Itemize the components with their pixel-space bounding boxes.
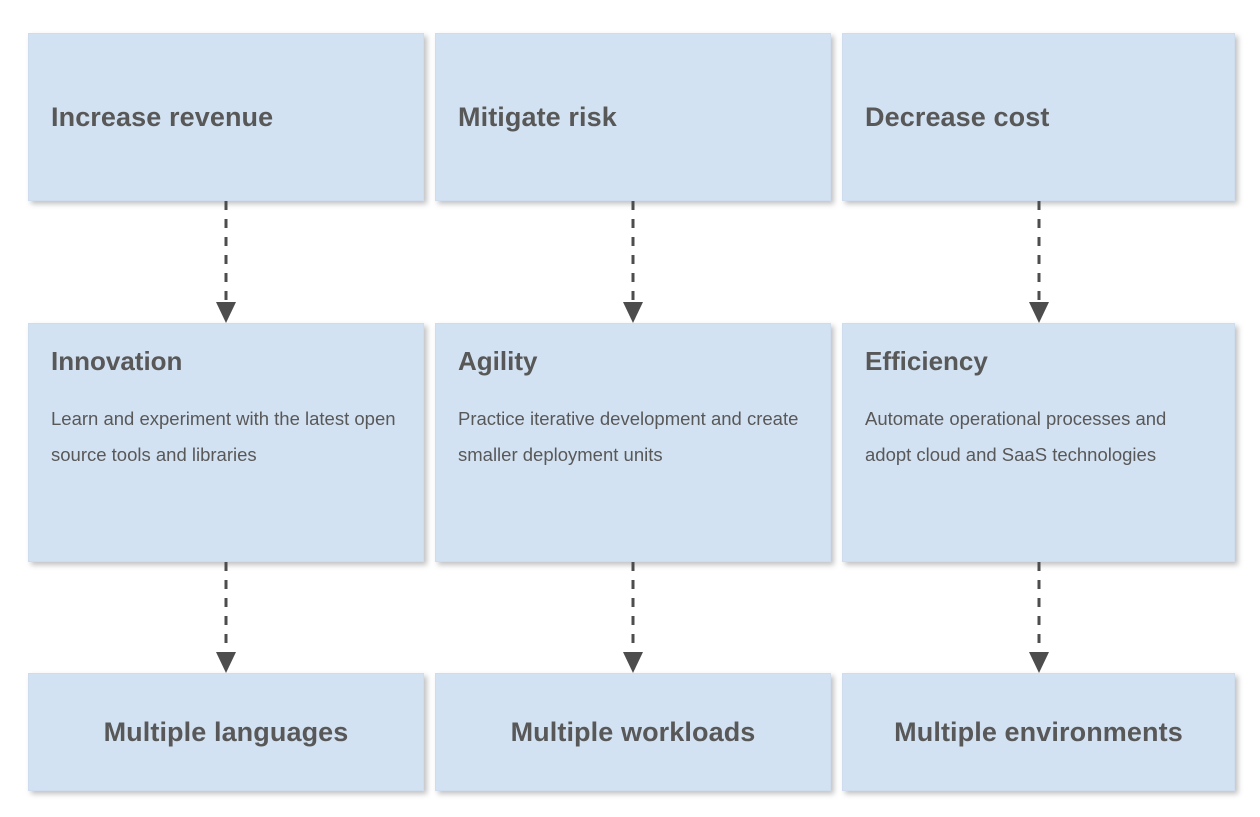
goal-node-increase-revenue[interactable]: Increase revenue: [28, 33, 424, 201]
capability-title: Efficiency: [865, 346, 988, 376]
capability-description: Automate operational processes and adopt…: [865, 408, 1167, 466]
capability-node-innovation[interactable]: Innovation Learn and experiment with the…: [28, 323, 424, 562]
capability-node-efficiency[interactable]: Efficiency Automate operational processe…: [842, 323, 1235, 562]
outcome-node-multiple-environments[interactable]: Multiple environments: [842, 673, 1235, 791]
goal-label: Increase revenue: [51, 101, 274, 132]
capability-node-agility[interactable]: Agility Practice iterative development a…: [435, 323, 831, 562]
connector-efficiency-to-multiple-environments: [1025, 562, 1053, 675]
capability-description: Learn and experiment with the latest ope…: [51, 408, 396, 466]
goal-node-decrease-cost[interactable]: Decrease cost: [842, 33, 1235, 201]
capability-description: Practice iterative development and creat…: [458, 408, 799, 466]
capability-title: Innovation: [51, 346, 183, 376]
outcome-label: Multiple workloads: [510, 716, 756, 747]
capability-title: Agility: [458, 346, 538, 376]
connector-mitigate-risk-to-agility: [619, 201, 647, 325]
connector-innovation-to-multiple-languages: [212, 562, 240, 675]
outcome-node-multiple-workloads[interactable]: Multiple workloads: [435, 673, 831, 791]
goal-node-mitigate-risk[interactable]: Mitigate risk: [435, 33, 831, 201]
connector-decrease-cost-to-efficiency: [1025, 201, 1053, 325]
outcome-node-multiple-languages[interactable]: Multiple languages: [28, 673, 424, 791]
outcome-label: Multiple environments: [894, 716, 1183, 747]
goal-label: Mitigate risk: [458, 101, 617, 132]
outcome-label: Multiple languages: [103, 716, 349, 747]
goal-label: Decrease cost: [865, 101, 1050, 132]
connector-agility-to-multiple-workloads: [619, 562, 647, 675]
connector-increase-revenue-to-innovation: [212, 201, 240, 325]
